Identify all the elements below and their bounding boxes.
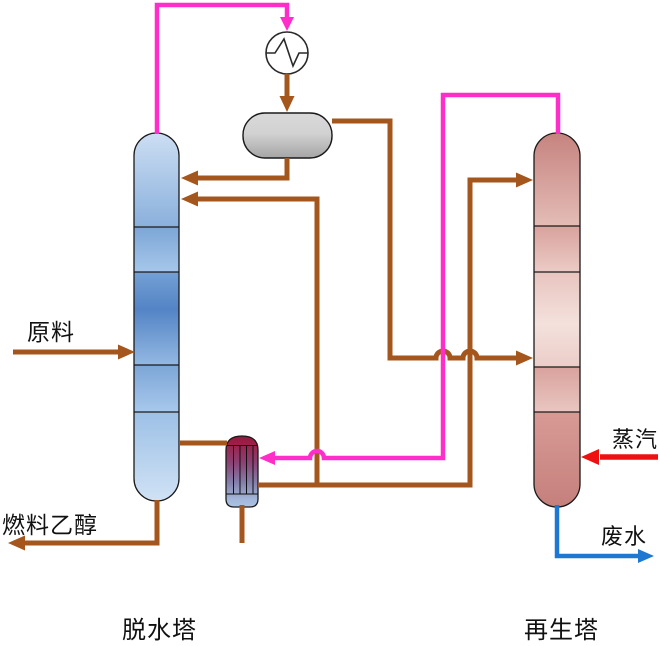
- arrowhead-into-reboiler: [259, 451, 275, 465]
- reboiler-outlet-line: [258, 177, 518, 488]
- dehydration-tower-label: 脱水塔: [122, 618, 197, 644]
- arrowhead-into-regen-top: [516, 172, 533, 188]
- recycle-branch-line: [196, 196, 320, 485]
- reflux-drum: [242, 112, 333, 159]
- condenser-icon: [265, 31, 309, 75]
- drum-to-regen-column-line: [332, 118, 518, 361]
- wastewater-line: [554, 505, 639, 559]
- wastewater-outlet-line: [554, 505, 639, 559]
- vapor-stream-lines: [154, 2, 561, 461]
- left-column-overhead-line: [154, 2, 290, 134]
- feed-label: 原料: [27, 320, 75, 345]
- liquid-stream-arrowheads: [8, 96, 533, 551]
- arrowhead-down-into-drum: [279, 96, 295, 112]
- column-section: [134, 412, 179, 501]
- liquid-stream-lines: [13, 74, 518, 546]
- wastewater-arrowhead: [638, 549, 654, 563]
- regeneration-tower-label: 再生塔: [524, 618, 599, 644]
- column-section: [134, 133, 179, 227]
- arrowhead-fuel-ethanol: [8, 535, 25, 551]
- arrowhead-into-regen-mid: [516, 350, 533, 366]
- column-section: [134, 227, 179, 272]
- column-section: [134, 365, 179, 412]
- arrowhead-reflux-into-left-column: [181, 170, 198, 186]
- column-section: [534, 412, 580, 507]
- bottoms-product-line: [23, 500, 160, 546]
- column-section: [534, 226, 580, 272]
- steam-arrowhead: [581, 449, 599, 465]
- arrowhead-steam: [581, 449, 599, 465]
- arrowhead-recycle-into-left-column: [181, 191, 198, 207]
- tube-bundle-lines: [226, 445, 258, 495]
- column-section: [534, 272, 580, 367]
- fuel-ethanol-label: 燃料乙醇: [2, 513, 98, 538]
- reboiler-heat-exchanger: [225, 435, 259, 508]
- wastewater-label: 废水: [601, 524, 648, 549]
- column-tray-lines: [134, 226, 179, 413]
- vapor-stream-arrowheads: [259, 17, 294, 465]
- column-section: [134, 272, 179, 365]
- steam-label: 蒸汽: [612, 427, 659, 452]
- regen-overhead-to-reboiler-line: [273, 92, 561, 461]
- column-section: [534, 367, 580, 412]
- arrowhead-feed: [118, 344, 135, 360]
- arrowhead-into-condenser: [280, 17, 294, 31]
- regeneration-column: [533, 132, 581, 508]
- arrowhead-wastewater: [638, 549, 654, 563]
- dehydration-column: [133, 132, 180, 502]
- column-tray-lines: [534, 225, 580, 413]
- drum-reflux-line: [196, 158, 290, 181]
- column-section: [534, 133, 580, 226]
